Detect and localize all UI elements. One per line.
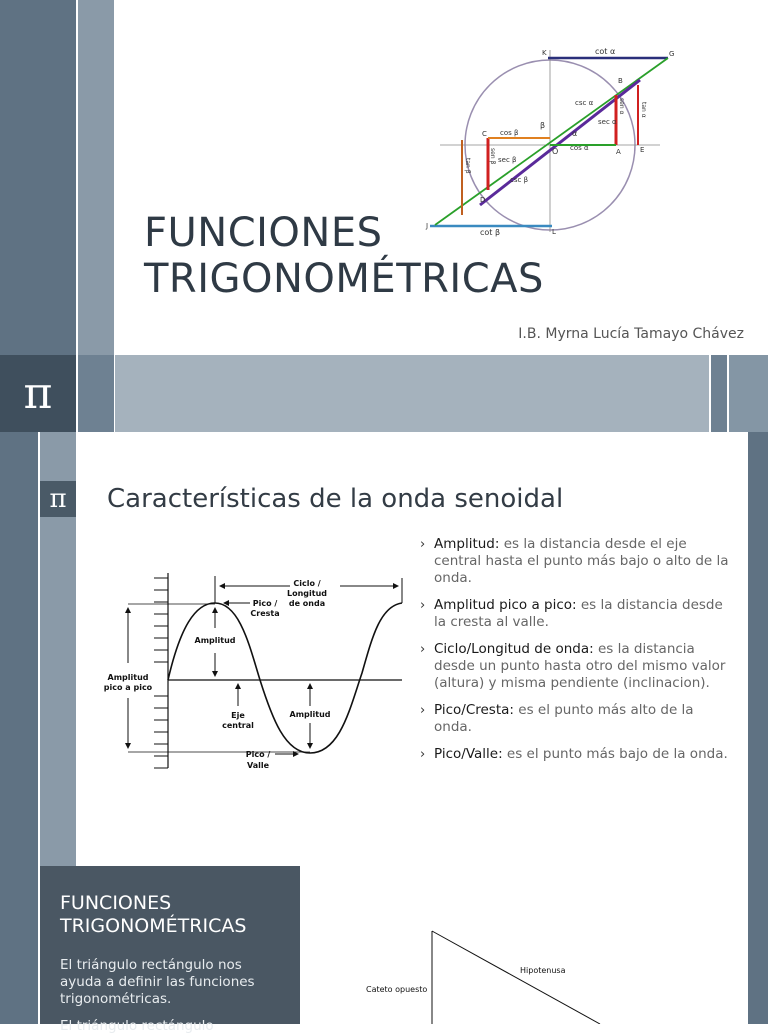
slide3-accent-bar bbox=[0, 866, 38, 1024]
slide3-right-bar bbox=[748, 866, 768, 1024]
slide3-paragraph: El triángulo rectángulo nos ayuda a defi… bbox=[60, 957, 255, 1007]
label-point-k: K bbox=[542, 49, 547, 57]
definition-item: › Pico/Valle: es el punto más bajo de la… bbox=[420, 746, 730, 763]
slide-title: FUNCIONES TRIGONOMÉTRICAS bbox=[144, 210, 704, 302]
divider-block-dark bbox=[0, 355, 76, 432]
definition-term: Amplitud: bbox=[434, 536, 500, 552]
definition-term: Ciclo/Longitud de onda: bbox=[434, 641, 594, 657]
label-pico-cresta-1: Pico / bbox=[253, 599, 278, 608]
triangle-hypotenuse bbox=[431, 930, 601, 1024]
label-pico-valle-1: Pico / bbox=[246, 750, 271, 759]
label-alpha: α bbox=[572, 129, 577, 138]
label-cos-alpha: cos α bbox=[570, 144, 589, 152]
bullet-arrow-icon: › bbox=[420, 642, 426, 657]
label-amplitud-top: Amplitud bbox=[195, 636, 236, 645]
pi-icon: π bbox=[23, 368, 53, 419]
title-slide: cot α csc α sec α cos α cos β sec β csc … bbox=[0, 0, 768, 355]
divider-block-narrow bbox=[711, 355, 727, 432]
slide2-right-bar bbox=[748, 432, 768, 866]
pi-icon-small: π bbox=[40, 481, 76, 517]
sine-wave-diagram: Ciclo / Longitud de onda Pico / Cresta A… bbox=[104, 573, 403, 770]
definition-text: es la distancia desde la cresta al valle… bbox=[434, 597, 723, 630]
label-csc-alpha: csc α bbox=[575, 99, 594, 107]
label-eje-1: Eje bbox=[231, 711, 245, 720]
author-name: I.B. Myrna Lucía Tamayo Chávez bbox=[518, 326, 744, 342]
label-point-c: C bbox=[482, 130, 487, 138]
label-ciclo-2: Longitud bbox=[287, 589, 327, 598]
slide2-accent-bar bbox=[0, 432, 38, 866]
definitions-list: › Amplitud: es la distancia desde el eje… bbox=[420, 536, 730, 773]
label-point-a: A bbox=[616, 148, 621, 156]
label-cos-beta: cos β bbox=[500, 129, 518, 137]
label-point-j: J bbox=[425, 222, 428, 230]
slide-title-line1: FUNCIONES bbox=[144, 210, 383, 256]
label-cateto-opuesto: Cateto opuesto bbox=[366, 985, 427, 994]
label-pico-valle-2: Valle bbox=[247, 761, 270, 770]
right-triangle-diagram: Hipotenusa Cateto opuesto bbox=[366, 930, 601, 1024]
slide3-title: FUNCIONES TRIGONOMÉTRICAS bbox=[60, 892, 247, 937]
definition-item: › Ciclo/Longitud de onda: es la distanci… bbox=[420, 641, 730, 692]
label-ciclo-3: de onda bbox=[289, 599, 325, 608]
label-point-b: B bbox=[618, 77, 623, 85]
label-app-2: pico a pico bbox=[104, 683, 153, 692]
label-beta: β bbox=[540, 121, 545, 130]
label-point-e: E bbox=[640, 146, 644, 154]
label-csc-beta: csc β bbox=[510, 176, 528, 184]
definition-item: › Amplitud: es la distancia desde el eje… bbox=[420, 536, 730, 587]
definition-item: › Pico/Cresta: es el punto más alto de l… bbox=[420, 702, 730, 736]
label-amplitud-bottom: Amplitud bbox=[290, 710, 331, 719]
label-cot-alpha: cot α bbox=[595, 47, 615, 56]
label-cot-beta: cot β bbox=[480, 228, 500, 237]
label-ciclo-1: Ciclo / bbox=[293, 579, 320, 588]
definition-term: Pico/Valle: bbox=[434, 746, 503, 762]
label-point-o: O bbox=[552, 147, 558, 156]
slide3-side-panel bbox=[40, 866, 300, 1024]
label-tan-alpha: tan α bbox=[640, 102, 647, 118]
definition-item: › Amplitud pico a pico: es la distancia … bbox=[420, 597, 730, 631]
divider-block-mid bbox=[78, 355, 114, 432]
label-point-g: G bbox=[669, 50, 674, 58]
label-app-1: Amplitud bbox=[108, 673, 149, 682]
slide3-paragraph-cut: El triángulo rectángulo bbox=[60, 1018, 214, 1034]
divider-block-light bbox=[115, 355, 709, 432]
bullet-arrow-icon: › bbox=[420, 598, 426, 613]
bullet-arrow-icon: › bbox=[420, 537, 426, 552]
label-point-l: L bbox=[552, 228, 556, 236]
sine-wave bbox=[167, 602, 403, 754]
definition-text: es el punto más alto de la onda. bbox=[434, 702, 694, 735]
definition-text: es la distancia desde un punto hasta otr… bbox=[434, 641, 726, 691]
bullet-arrow-icon: › bbox=[420, 703, 426, 718]
slide3-body bbox=[302, 866, 748, 1024]
label-sec-alpha: sec α bbox=[598, 118, 617, 126]
divider-block-right bbox=[729, 355, 768, 432]
label-hipotenusa: Hipotenusa bbox=[520, 966, 566, 975]
definition-term: Pico/Cresta: bbox=[434, 702, 514, 718]
slide2-heading: Características de la onda senoidal bbox=[107, 484, 564, 514]
trig-circle-diagram: cot α csc α sec α cos α cos β sec β csc … bbox=[425, 47, 674, 237]
definition-term: Amplitud pico a pico: bbox=[434, 597, 577, 613]
radius-purple-line bbox=[479, 78, 641, 207]
label-sec-beta: sec β bbox=[498, 156, 517, 164]
definition-text: es el punto más bajo de la onda. bbox=[502, 746, 728, 762]
slide2-body bbox=[78, 432, 748, 866]
secant-green-line bbox=[434, 57, 669, 226]
bullet-arrow-icon: › bbox=[420, 747, 426, 762]
label-sen-beta: sen β bbox=[489, 148, 496, 165]
label-pico-cresta-2: Cresta bbox=[250, 609, 279, 618]
label-sen-alpha: sen α bbox=[618, 98, 625, 115]
slide-title-line2: TRIGONOMÉTRICAS bbox=[144, 256, 544, 302]
label-tan-beta: tan β bbox=[464, 158, 471, 174]
ruler-ticks bbox=[154, 577, 168, 769]
left-accent-bar-light bbox=[78, 0, 114, 355]
definition-text: es la distancia desde el eje central has… bbox=[434, 536, 729, 586]
left-accent-bar bbox=[0, 0, 76, 355]
label-eje-2: central bbox=[222, 721, 254, 730]
label-point-d: D bbox=[480, 196, 485, 204]
